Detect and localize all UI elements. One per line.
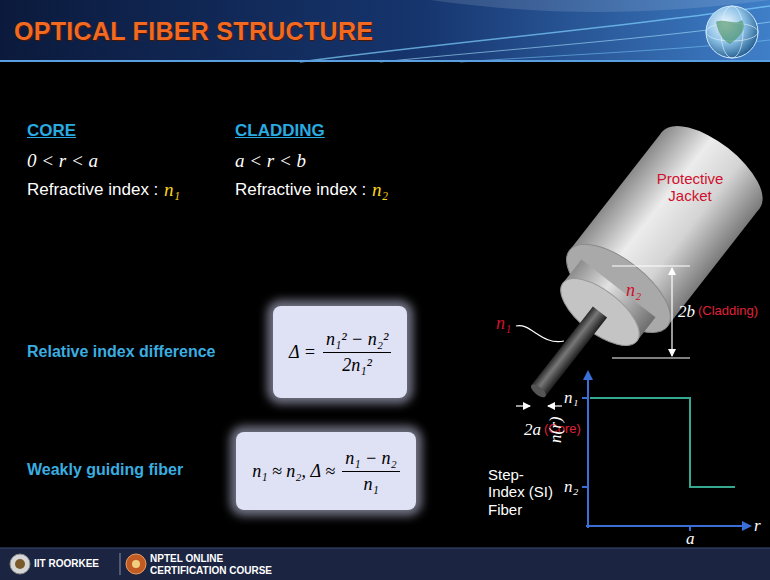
fraction-numerator: n₁² − n₂² bbox=[323, 329, 391, 353]
globe-icon bbox=[706, 6, 758, 58]
property-text: Refractive index : bbox=[235, 180, 366, 200]
formula-box: Δ = n₁² − n₂²2n₁² bbox=[273, 306, 407, 398]
fraction: n₁² − n₂²2n₁² bbox=[323, 329, 391, 376]
fraction: n₁ − n₂n₁ bbox=[342, 448, 400, 495]
fraction-denominator: 2n₁² bbox=[342, 353, 372, 376]
slide-title: OPTICAL FIBER STRUCTURE bbox=[14, 17, 373, 46]
index-profile bbox=[590, 398, 735, 487]
formula-text: n₁ ≈ n₂, Δ ≈ bbox=[252, 461, 335, 482]
graph-axis bbox=[586, 525, 750, 527]
index-symbol: n₂ bbox=[372, 179, 388, 201]
footer-rule bbox=[0, 548, 770, 549]
formula-text: Δ = bbox=[289, 342, 316, 363]
dimension-arrow bbox=[516, 405, 530, 406]
axis-value: n₁ bbox=[564, 388, 578, 408]
core-body bbox=[531, 306, 607, 396]
section-heading: CLADDING bbox=[235, 121, 325, 141]
dimension-label: 2a bbox=[524, 420, 541, 440]
footer-separator bbox=[120, 553, 121, 575]
nptel-logo-center bbox=[132, 560, 140, 568]
dimension-label: 2b bbox=[678, 302, 695, 322]
leader-line bbox=[516, 326, 564, 342]
fraction-numerator: n₁ − n₂ bbox=[342, 448, 400, 472]
index-symbol: n₁ bbox=[164, 179, 180, 201]
footer-bar bbox=[0, 548, 770, 580]
dimension-note: (Cladding) bbox=[698, 304, 758, 319]
axis-value: n₂ bbox=[564, 477, 578, 497]
dimension-arrow bbox=[548, 405, 562, 406]
globe-land bbox=[716, 20, 744, 44]
axis-tick bbox=[582, 397, 588, 399]
footer-text: NPTEL ONLINE CERTIFICATION COURSE bbox=[150, 553, 290, 576]
property-text: Refractive index : bbox=[27, 180, 158, 200]
axis-value: a bbox=[686, 529, 695, 549]
range-text: a < r < b bbox=[235, 150, 306, 172]
institute-logo bbox=[10, 554, 30, 574]
dimension-line bbox=[612, 265, 690, 266]
title-banner bbox=[0, 0, 770, 62]
banner-rule bbox=[0, 60, 770, 62]
part-name: Protective Jacket bbox=[645, 170, 735, 205]
footer-text: IIT ROORKEE bbox=[34, 558, 99, 570]
axis-tick bbox=[582, 486, 588, 488]
nptel-logo bbox=[126, 554, 146, 574]
formula-heading: Relative index difference bbox=[27, 343, 216, 361]
dimension-line bbox=[612, 357, 690, 358]
core-tip bbox=[529, 382, 548, 399]
institute-logo-center bbox=[15, 559, 25, 569]
globe-body bbox=[706, 6, 758, 58]
fiber-illustration bbox=[487, 110, 770, 432]
formula-box: n₁ ≈ n₂, Δ ≈ n₁ − n₂n₁ bbox=[236, 432, 416, 510]
index-symbol: n₁ bbox=[496, 313, 511, 334]
dimension-arrow bbox=[671, 268, 672, 356]
axis-label: n(r) bbox=[546, 417, 566, 443]
profile-caption: Step-Index (SI) Fiber bbox=[488, 466, 558, 518]
range-text: 0 < r < a bbox=[27, 150, 98, 172]
section-heading: CORE bbox=[27, 121, 76, 141]
graph-axis bbox=[587, 372, 589, 528]
index-symbol: n₂ bbox=[626, 280, 641, 301]
fraction-denominator: n₁ bbox=[363, 472, 378, 495]
formula-heading: Weakly guiding fiber bbox=[27, 461, 183, 479]
axis-label: r bbox=[754, 516, 761, 536]
